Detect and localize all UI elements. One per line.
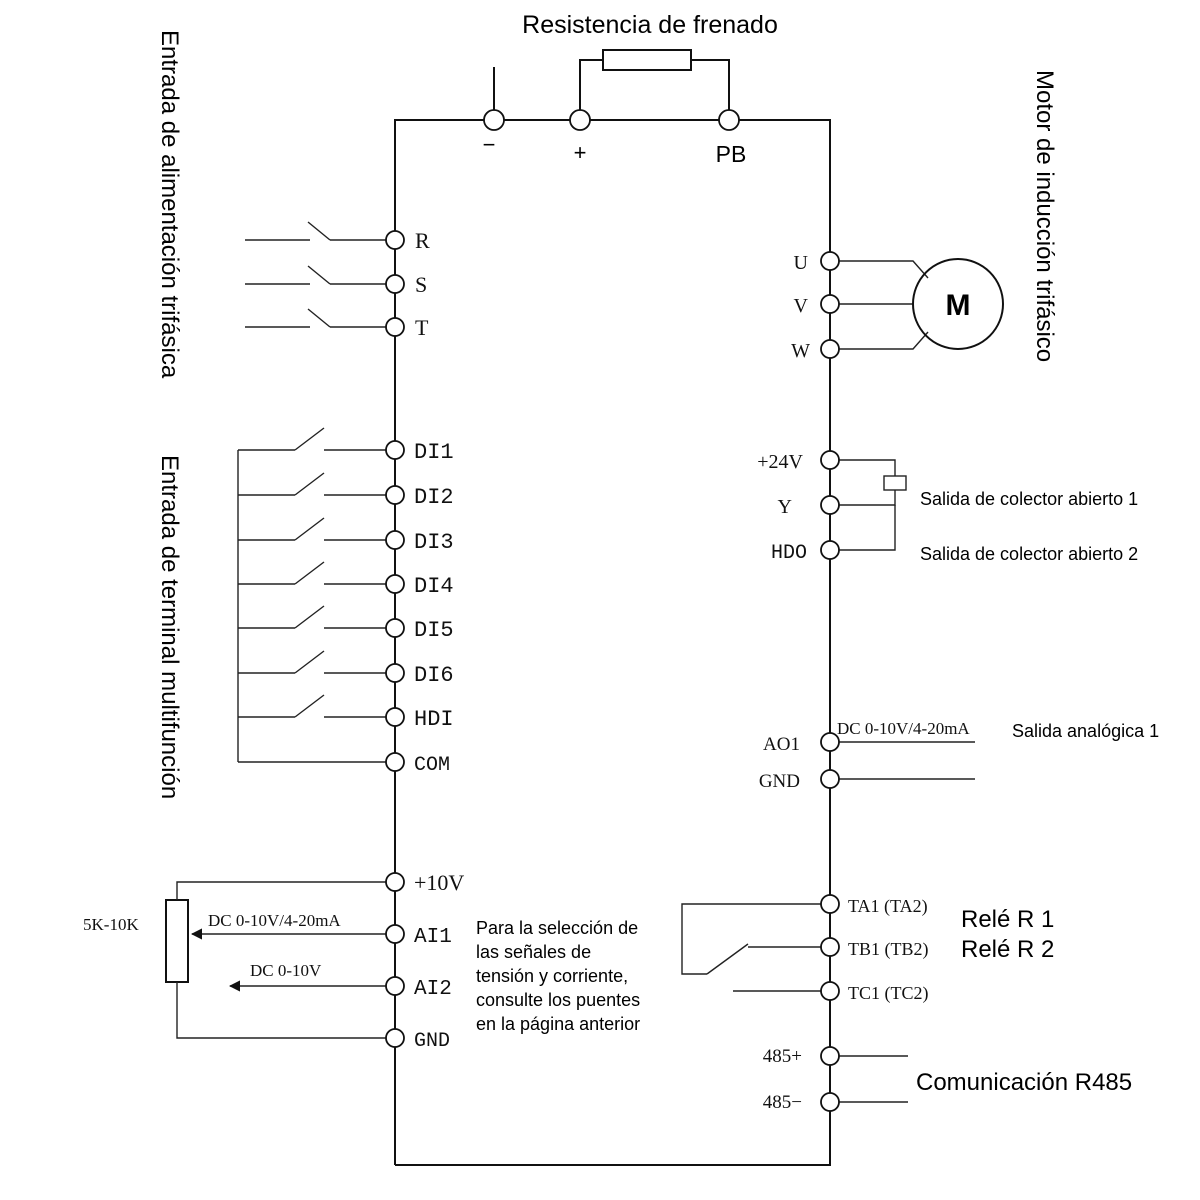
- terminal-w: [820, 339, 840, 359]
- power-input-label: Entrada de alimentación trifásica: [156, 30, 183, 379]
- terminal-hdi: [385, 707, 405, 727]
- terminal-tb1: [820, 937, 840, 957]
- motor-circle: [912, 258, 1004, 350]
- terminal-s: [385, 274, 405, 294]
- terminal-hdo: [820, 540, 840, 560]
- terminal-di3: [385, 530, 405, 550]
- terminal-hdi-label: HDI: [414, 707, 454, 732]
- terminal-24v-label: +24V: [757, 451, 803, 473]
- relay-coil: [883, 475, 907, 491]
- terminal-ai1: [385, 924, 405, 944]
- jumper-note-line-3: tensión y corriente,: [476, 966, 628, 986]
- motor-symbol: M: [946, 289, 971, 322]
- relay-2-label: Relé R 2: [961, 936, 1054, 963]
- terminal-ta1-label: TA1 (TA2): [848, 896, 928, 917]
- terminal-tc1-label: TC1 (TC2): [848, 983, 929, 1004]
- potentiometer: [165, 899, 189, 983]
- terminal-di3-label: DI3: [414, 530, 454, 555]
- terminal-tc1: [820, 981, 840, 1001]
- terminal-di6-label: DI6: [414, 663, 454, 688]
- terminal-485p-label: 485+: [763, 1046, 802, 1067]
- rs485: 485+ 485− Comunicación R485: [763, 1046, 1132, 1113]
- terminal-di6: [385, 663, 405, 683]
- brake-resistor-label: Resistencia de frenado: [522, 11, 778, 39]
- terminal-r: [385, 230, 405, 250]
- terminal-10v-label: +10V: [414, 870, 464, 895]
- ao1-signal-label: DC 0-10V/4-20mA: [837, 719, 970, 738]
- jumper-note-line-5: en la página anterior: [476, 1014, 640, 1034]
- terminal-t-label: T: [415, 315, 429, 340]
- terminal-ta1: [820, 894, 840, 914]
- terminal-ai1-label: AI1: [414, 926, 452, 949]
- terminal-485n: [820, 1092, 840, 1112]
- terminal-pb-label: PB: [716, 141, 747, 167]
- digital-inputs: DI1 DI2 DI3 DI4 DI5 DI6 HDI COM: [237, 427, 454, 777]
- terminal-485p: [820, 1046, 840, 1066]
- inverter-frame: [394, 119, 831, 1166]
- terminal-di2: [385, 485, 405, 505]
- terminal-w-label: W: [791, 340, 810, 362]
- terminal-y-label: Y: [778, 496, 792, 518]
- terminal-plus: [569, 109, 591, 131]
- relay-outputs: TA1 (TA2) TB1 (TB2) TC1 (TC2) Relé R 1 R…: [681, 894, 1054, 1004]
- terminal-tb1-label: TB1 (TB2): [848, 939, 929, 960]
- open-collector-outputs: +24V Y HDO Salida de colector abierto 1 …: [757, 450, 1138, 565]
- jumper-note: Para la selección de las señales de tens…: [476, 918, 640, 1034]
- jumper-note-line-1: Para la selección de: [476, 918, 638, 938]
- terminal-v-label: V: [794, 295, 809, 317]
- terminal-com: [385, 752, 405, 772]
- terminal-gnd-in: [385, 1028, 405, 1048]
- terminal-di5-label: DI5: [414, 618, 454, 643]
- terminal-di1: [385, 440, 405, 460]
- terminal-di2-label: DI2: [414, 485, 454, 510]
- terminal-di4: [385, 574, 405, 594]
- jumper-note-line-2: las señales de: [476, 942, 591, 962]
- open-collector-1-label: Salida de colector abierto 1: [920, 489, 1138, 509]
- pot-label: 5K-10K: [83, 915, 139, 934]
- motor-label: Motor de inducción trifásico: [1031, 70, 1058, 362]
- terminal-24v: [820, 450, 840, 470]
- terminal-ao1-label: AO1: [763, 734, 800, 755]
- rs485-label: Comunicación R485: [916, 1069, 1132, 1096]
- terminal-input-label: Entrada de terminal multifunción: [156, 455, 183, 799]
- terminal-com-label: COM: [414, 754, 450, 777]
- terminal-gnd-out: [820, 769, 840, 789]
- analog-inputs: 5K-10K DC 0-10V/4-20mA DC 0-10V +10V AI1…: [83, 870, 464, 1053]
- terminal-gnd-in-label: GND: [414, 1030, 450, 1053]
- terminal-hdo-label: HDO: [771, 542, 807, 565]
- terminal-di1-label: DI1: [414, 440, 454, 465]
- terminal-485n-label: 485−: [763, 1092, 802, 1113]
- brake-resistor-body: [602, 49, 692, 71]
- terminal-r-label: R: [415, 228, 430, 253]
- terminal-plus-label: +: [574, 140, 587, 165]
- power-input: R S T: [245, 221, 430, 340]
- terminal-v: [820, 294, 840, 314]
- terminal-t: [385, 317, 405, 337]
- jumper-note-line-4: consulte los puentes: [476, 990, 640, 1010]
- analog-output: AO1 GND DC 0-10V/4-20mA Salida analógica…: [759, 719, 1159, 792]
- terminal-u-label: U: [794, 252, 809, 274]
- terminal-di4-label: DI4: [414, 574, 454, 599]
- motor-output: M U V W: [791, 251, 1004, 362]
- dc-bus-terminals: − + PB: [483, 109, 747, 167]
- terminal-ai2-label: AI2: [414, 978, 452, 1001]
- terminal-ao1: [820, 732, 840, 752]
- ai2-signal-label: DC 0-10V: [250, 961, 322, 980]
- terminal-minus: [483, 109, 505, 131]
- analog-output-label: Salida analógica 1: [1012, 721, 1159, 741]
- terminal-gnd-out-label: GND: [759, 771, 800, 792]
- relay-1-label: Relé R 1: [961, 906, 1054, 933]
- terminal-u: [820, 251, 840, 271]
- open-collector-2-label: Salida de colector abierto 2: [920, 544, 1138, 564]
- terminal-ai2: [385, 976, 405, 996]
- terminal-pb: [718, 109, 740, 131]
- terminal-10v: [385, 872, 405, 892]
- brake-resistor: [493, 49, 730, 112]
- terminal-y: [820, 495, 840, 515]
- terminal-di5: [385, 618, 405, 638]
- terminal-minus-label: −: [483, 132, 496, 157]
- terminal-s-label: S: [415, 272, 427, 297]
- ai1-signal-label: DC 0-10V/4-20mA: [208, 911, 341, 930]
